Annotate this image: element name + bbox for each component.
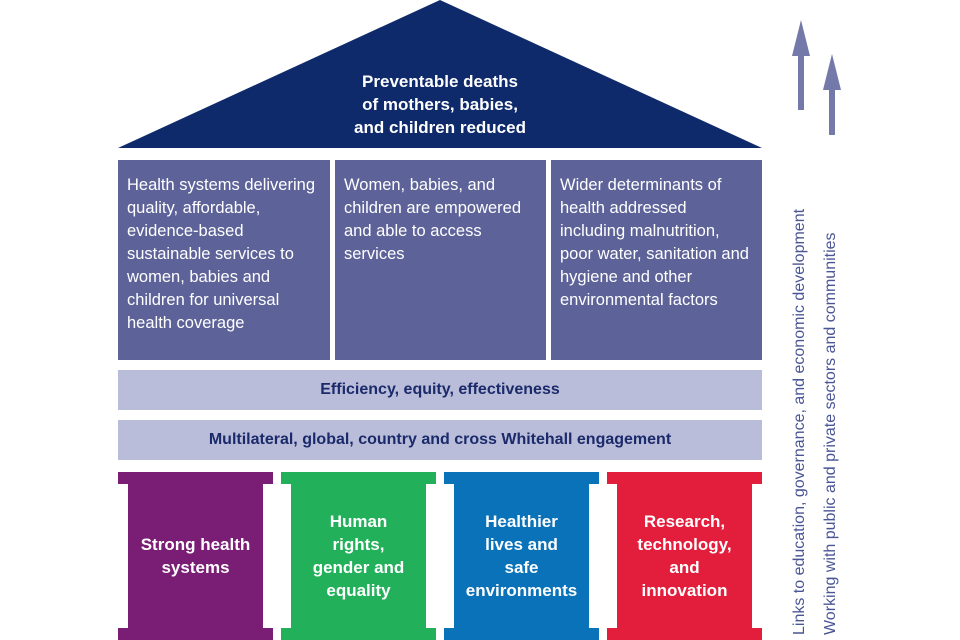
pillar-label: Human rights, gender and equality [291, 472, 426, 640]
roof-goal-text: Preventable deaths of mothers, babies, a… [280, 70, 600, 139]
pillar-label: Research, technology, and innovation [617, 472, 752, 640]
engagement-band: Multilateral, global, country and cross … [118, 420, 762, 460]
pillar-human-rights: Human rights, gender and equality [281, 472, 436, 640]
roof-triangle [118, 0, 762, 148]
up-arrow-icons [792, 20, 841, 135]
outcome-box-health-systems: Health systems delivering quality, affor… [118, 160, 330, 360]
roof-line: Preventable deaths [362, 72, 518, 91]
arrow-label-links: Links to education, governance, and econ… [791, 208, 808, 635]
outcome-box-empowerment: Women, babies, and children are empowere… [335, 160, 546, 360]
arrow-up-icon [792, 20, 810, 110]
arrow-label-working: Working with public and private sectors … [822, 232, 839, 635]
pillar-healthier-lives: Healthier lives and safe environments [444, 472, 599, 640]
pillar-label: Healthier lives and safe environments [454, 472, 589, 640]
pillar-label: Strong health systems [128, 472, 263, 640]
outcome-box-wider-determinants: Wider determinants of health addressed i… [551, 160, 762, 360]
pillar-research: Research, technology, and innovation [607, 472, 762, 640]
pillar-strong-health-systems: Strong health systems [118, 472, 273, 640]
arrow-up-icon [823, 54, 841, 135]
roof-line: and children reduced [354, 118, 526, 137]
principles-band: Efficiency, equity, effectiveness [118, 370, 762, 410]
roof-line: of mothers, babies, [362, 95, 518, 114]
